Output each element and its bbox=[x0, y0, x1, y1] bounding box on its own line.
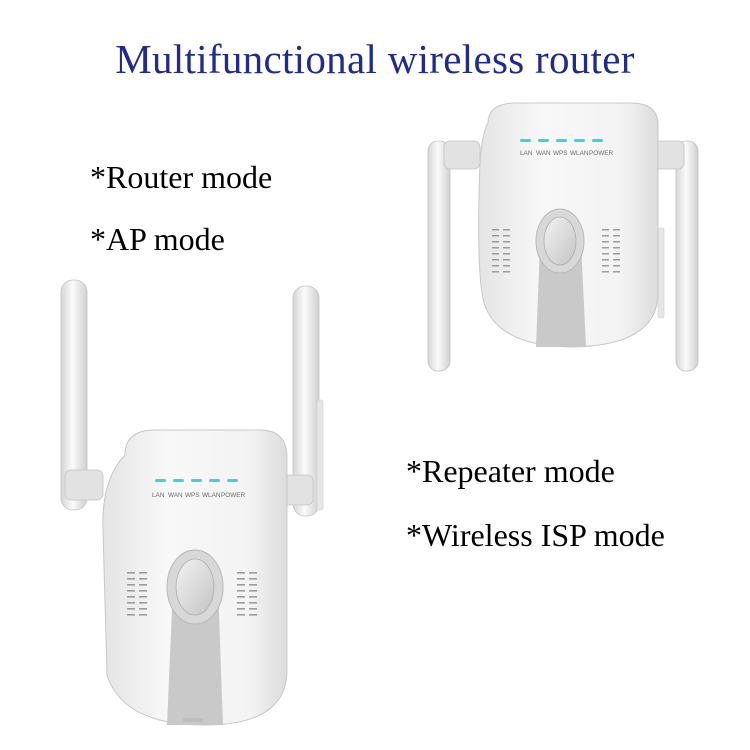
router-center-stripe bbox=[167, 585, 223, 725]
led-label-wps: WPS bbox=[553, 150, 568, 157]
antenna-left bbox=[427, 140, 481, 372]
led-label-wlan: WLAN bbox=[202, 492, 221, 499]
led-label-wlan: WLAN bbox=[570, 150, 589, 157]
router-front-image: LAN WAN WPS WLAN POWER bbox=[55, 279, 335, 730]
led-indicators bbox=[520, 139, 603, 142]
vent-left bbox=[492, 229, 510, 273]
vent-right bbox=[602, 229, 620, 273]
vent-right bbox=[237, 572, 257, 616]
vent-left bbox=[127, 572, 147, 616]
wps-button bbox=[166, 549, 224, 625]
led-label-wan: WAN bbox=[168, 492, 183, 499]
led-label-wps: WPS bbox=[185, 492, 200, 499]
led-labels: LAN WAN WPS WLAN POWER bbox=[152, 492, 246, 499]
led-labels: LAN WAN WPS WLAN POWER bbox=[520, 150, 614, 157]
led-indicators bbox=[155, 479, 238, 482]
feature-router-mode: *Router mode bbox=[90, 159, 273, 195]
feature-repeater-mode: *Repeater mode bbox=[406, 453, 615, 489]
antenna-right bbox=[276, 285, 324, 517]
page-title: Multifunctional wireless router bbox=[115, 36, 635, 82]
feature-ap-mode: *AP mode bbox=[90, 221, 225, 257]
led-label-lan: LAN bbox=[520, 150, 533, 157]
led-label-wan: WAN bbox=[536, 150, 551, 157]
feature-wireless-isp-mode: *Wireless ISP mode bbox=[406, 517, 665, 553]
antenna-left bbox=[60, 279, 104, 511]
router-back-image: LAN WAN WPS WLAN POWER bbox=[426, 102, 706, 383]
led-label-lan: LAN bbox=[152, 492, 165, 499]
led-label-power: POWER bbox=[221, 492, 246, 499]
wps-button bbox=[535, 208, 585, 274]
led-label-power: POWER bbox=[589, 150, 614, 157]
